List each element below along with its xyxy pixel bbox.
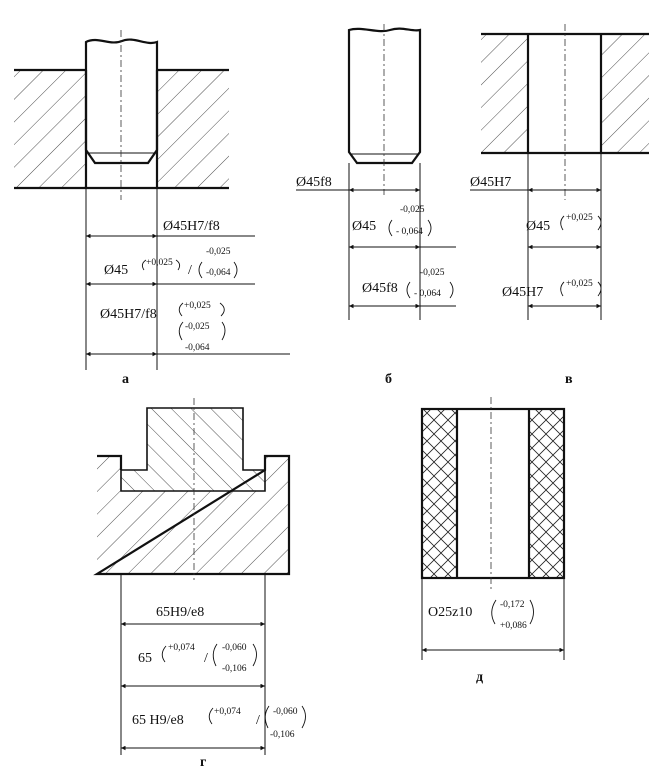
panel-v-label2-upper: +0,025	[566, 213, 593, 223]
panel-g-label3-shaft-lower: -0,106	[270, 730, 295, 740]
panel-g-label2-separator: /	[204, 651, 208, 666]
panel-g-stepped-fit: 65H9/e8 65 +0,074 / -0,060 -0,106 65 H9/…	[93, 398, 306, 770]
panel-d-label-lower: +0,086	[500, 621, 527, 631]
panel-b-caption: б	[385, 372, 392, 387]
panel-a-line3-shaft-upper: -0,025	[185, 322, 210, 332]
panel-g-label3-separator: /	[256, 713, 260, 728]
panel-v-hole: Ø45H7 Ø45 +0,025 Ø45H7 +0,025 в	[470, 24, 649, 387]
panel-b-label2-lower: - 0,064	[396, 227, 423, 237]
panel-b-label3-lower: - 0,064	[414, 289, 441, 299]
panel-g-label3-shaft-upper: -0,060	[273, 707, 298, 717]
panel-v-hole-body-left	[481, 34, 528, 153]
panel-g-shaft-flange	[120, 407, 266, 492]
panel-d-wall-left	[422, 409, 457, 578]
panel-a-shaft	[84, 38, 159, 165]
panel-g-label2-hole-upper: +0,074	[168, 643, 195, 653]
panel-a-line3-shaft-lower: -0,064	[185, 343, 210, 353]
panel-g-label3-hole-upper: +0,074	[214, 707, 241, 717]
panel-v-caption: в	[565, 372, 573, 387]
panel-g-caption: г	[200, 755, 206, 770]
panel-a-hole-shaft-fit: Ø45H7/f8 Ø45 +0,025 / -0,025 -0,064 Ø45H…	[14, 30, 290, 387]
panel-b-label2-base: Ø45	[352, 219, 376, 234]
panel-v-label1: Ø45H7	[470, 175, 511, 190]
panel-a-line2-shaft-upper: -0,025	[206, 247, 231, 257]
panel-a-line3-base: Ø45H7/f8	[100, 307, 157, 322]
panel-a-hole-body-left	[14, 70, 86, 188]
panel-v-label3-base: Ø45H7	[502, 285, 543, 300]
panel-g-label2-shaft-lower: -0,106	[222, 664, 247, 674]
panel-a-hole-body-right	[157, 70, 229, 188]
panel-d-bushing: O25z10 -0,172 +0,086 д	[420, 397, 566, 685]
panel-b-label3-upper: -0,025	[420, 268, 445, 278]
panel-d-caption: д	[476, 670, 483, 685]
panel-a-line2-separator: /	[188, 263, 192, 278]
panel-d-wall-right	[529, 409, 564, 578]
panel-g-label1: 65H9/e8	[156, 605, 204, 620]
panel-g-label3-base: 65 H9/e8	[132, 713, 184, 728]
panel-b-shaft-body	[347, 27, 422, 165]
panel-v-label2-base: Ø45	[526, 219, 550, 234]
panel-g-label2-base: 65	[138, 651, 152, 666]
panel-v-hole-body-right	[601, 34, 649, 153]
panel-a-line2-base: Ø45	[104, 263, 128, 278]
panel-b-label3-base: Ø45f8	[362, 281, 398, 296]
panel-a-line2-shaft-lower: -0,064	[206, 268, 231, 278]
panel-d-label-upper: -0,172	[500, 600, 525, 610]
panel-g-label2-shaft-upper: -0,060	[222, 643, 247, 653]
panel-a-fit-label: Ø45H7/f8	[163, 219, 220, 234]
panel-b-shaft: Ø45f8 Ø45 -0,025 - 0,064 Ø45f8 -0,025 - …	[296, 24, 456, 387]
panel-a-line3-hole-upper: +0,025	[184, 301, 211, 311]
panel-b-label1: Ø45f8	[296, 175, 332, 190]
panel-a-caption: а	[122, 372, 129, 387]
panel-b-label2-upper: -0,025	[400, 205, 425, 215]
panel-d-label-base: O25z10	[428, 605, 472, 620]
panel-v-label3-upper: +0,025	[566, 279, 593, 289]
panel-a-line2-hole-upper: +0,025	[146, 258, 173, 268]
